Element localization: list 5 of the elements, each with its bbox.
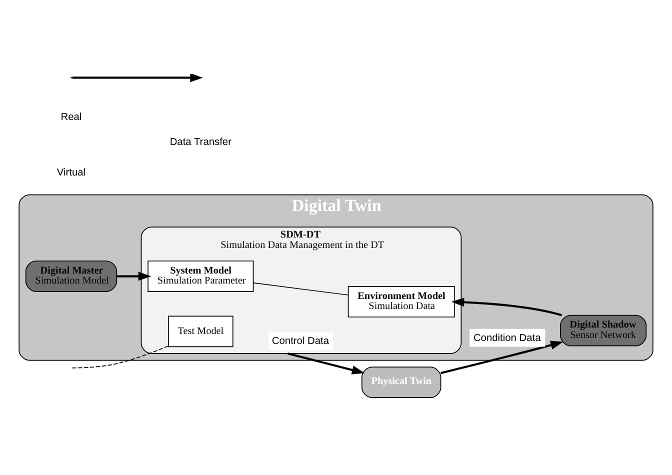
label: Virtual	[56, 167, 86, 178]
edge-label: Control Data	[272, 336, 330, 348]
edge-label: Condition Data	[473, 332, 541, 344]
label: Real	[60, 112, 82, 124]
legend-label: Data Transfer	[170, 136, 232, 148]
